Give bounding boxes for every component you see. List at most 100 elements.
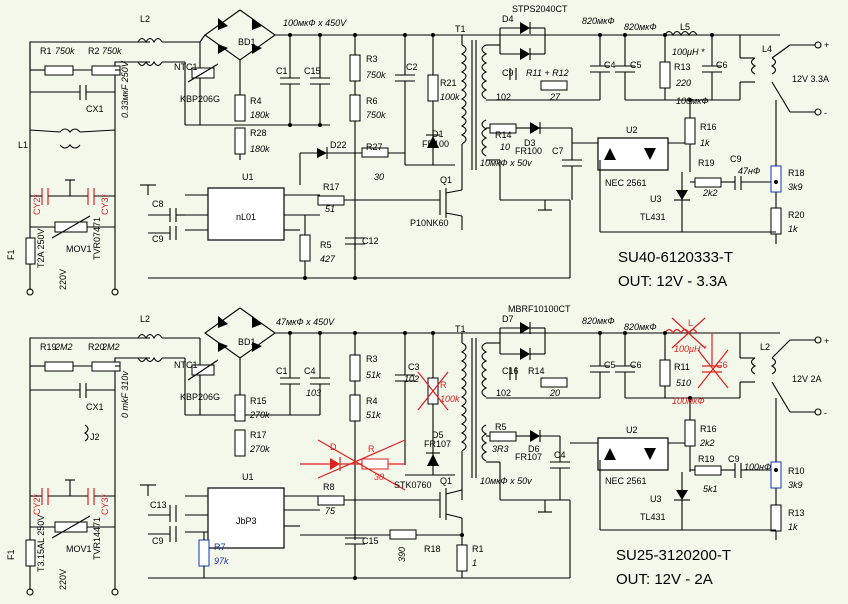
top-r18-label: R18 — [788, 168, 805, 178]
top-r28-label: R28 — [250, 128, 267, 138]
top-r6-label: R6 — [366, 96, 378, 106]
top-c7-value: 10мкФ x 50v — [480, 158, 532, 168]
bot-c1-label: C1 — [276, 366, 288, 376]
bot-r7-label: R7 — [214, 542, 226, 552]
bot-rred2-value: 30 — [374, 472, 384, 482]
bot-r20-label: R20 — [88, 342, 105, 352]
top-c5-label: C5 — [630, 60, 642, 70]
top-d1-label: D1 — [432, 129, 444, 139]
top-r27-label: R27 — [366, 142, 383, 152]
bot-c4-label: C4 — [304, 366, 316, 376]
top-r28-value: 180k — [250, 144, 270, 154]
bot-r8-label: R8 — [323, 482, 335, 492]
bot-cout2-label: 820мкФ — [624, 322, 657, 332]
bot-rred-label: R — [440, 380, 447, 390]
bot-c4b-label: C4 — [554, 450, 566, 460]
bot-r1-label: R1 — [472, 544, 484, 554]
top-l5-label: L5 — [680, 22, 690, 32]
top-model: SU40-6120333-T — [618, 249, 733, 266]
bot-l-value: 100μH * — [674, 344, 707, 354]
bot-l-label: L — [688, 318, 693, 328]
top-r6-value: 750k — [366, 110, 386, 120]
top-r14-value: 10 — [500, 142, 510, 152]
bot-r5-label: R5 — [495, 422, 507, 432]
bot-r7-value: 97k — [214, 556, 229, 566]
top-cout1-label: 820мкФ — [582, 16, 615, 26]
bot-u1-label: U1 — [242, 472, 254, 482]
top-r2-label: R2 — [88, 46, 100, 56]
top-r16-value: 1k — [700, 138, 710, 148]
bot-r17-value: 270k — [249, 444, 270, 454]
bot-c9-label: C9 — [152, 536, 164, 546]
top-r14-label: R14 — [495, 130, 512, 140]
bot-rred2-label: R — [368, 444, 375, 454]
top-r1-value: 750k — [55, 46, 75, 56]
bot-c5-label: C5 — [604, 360, 616, 370]
top-u1-chip: nL01 — [236, 212, 256, 222]
bot-nec-label: NEC 2561 — [605, 476, 647, 486]
top-bd1-label: BD1 — [238, 37, 256, 47]
bot-r19b-value: 5k1 — [703, 484, 718, 494]
bot-minus: - — [824, 408, 827, 418]
bot-r13-value: 1k — [788, 522, 798, 532]
top-plus: + — [824, 40, 829, 50]
bot-tvr-label: TVR14471 — [92, 517, 102, 560]
bot-c6-label: C6 — [630, 360, 642, 370]
top-d4-label: D4 — [502, 14, 514, 24]
top-f1-label: F1 — [6, 249, 16, 260]
bot-r4-value: 51k — [366, 410, 381, 420]
top-c15-label: C15 — [304, 66, 321, 76]
bottom-model: SU25-3120200-T — [616, 547, 731, 564]
top-c9-label: C9 — [152, 234, 164, 244]
top-r1-label: R1 — [40, 46, 52, 56]
top-r18-value: 3k9 — [788, 182, 803, 192]
bot-cy2-label: CY2* — [32, 493, 42, 515]
bot-ac-label: 220V — [58, 569, 68, 590]
top-d4-part: STPS2040CT — [512, 4, 568, 14]
bot-r16-label: R16 — [700, 424, 717, 434]
top-cx-value: 0.33мкF 250V — [120, 60, 130, 118]
top-tvr-label: TVR07471 — [92, 217, 102, 260]
top-ntc-label: NTC1 — [174, 62, 198, 72]
bot-c13-label: C13 — [150, 500, 167, 510]
top-labels: L2 BD1 100мкФ x 450V T1 D4 STPS2040CT 82… — [6, 4, 829, 290]
bot-u2-label: U2 — [626, 425, 638, 435]
top-cy3-label: CY3* — [100, 193, 110, 215]
top-u1-label: U1 — [242, 172, 254, 182]
bot-c9b-value: 100нФ — [744, 462, 771, 472]
bot-c16-label: C16 — [502, 366, 519, 376]
bot-r16-value: 2k2 — [699, 438, 715, 448]
bot-t1-label: T1 — [455, 324, 466, 334]
top-kbp-label: KBP206G — [180, 94, 220, 104]
top-r16-label: R16 — [700, 122, 717, 132]
bot-plus: + — [824, 336, 829, 346]
bot-cx1-label: CX1 — [86, 402, 104, 412]
bot-r10-value: 3k9 — [788, 480, 803, 490]
bot-r8-value: 75 — [325, 506, 336, 516]
bot-r18-label: R18 — [424, 544, 441, 554]
top-mov-label: MOV1 — [66, 244, 92, 254]
bottom-labels: L2 BD1 47мкФ x 450V T1 D7 MBRF10100CT 82… — [6, 304, 829, 590]
top-l2-label: L2 — [140, 14, 150, 24]
top-d3-label: D3 — [524, 138, 536, 148]
bot-d5-label: D5 — [432, 430, 444, 440]
top-d22-label: D22 — [330, 140, 347, 150]
bot-c9b-label: C9 — [728, 454, 740, 464]
top-nec-label: NEC 2561 — [605, 178, 647, 188]
bot-kbp-label: KBP206G — [180, 392, 220, 402]
top-c9b-value: 102 — [496, 92, 511, 102]
top-r11-label: R11 + R12 — [526, 68, 569, 78]
bot-r10-label: R10 — [788, 466, 805, 476]
bot-r1-value: 1 — [472, 558, 477, 568]
top-r20-value: 1k — [788, 224, 798, 234]
bot-dred-label: D — [330, 442, 337, 452]
bot-r19-value: 2M2 — [54, 342, 73, 352]
top-c6-label: C6 — [716, 60, 728, 70]
bot-f1-value: T3.15AL 250V — [36, 515, 46, 572]
bot-cy3-label: CY3* — [100, 493, 110, 515]
top-r11-value: 27 — [549, 92, 561, 102]
top-c2-label: C2 — [406, 62, 418, 72]
bot-l2-label: L2 — [140, 314, 150, 324]
bot-l2b-label: L2 — [760, 342, 770, 352]
bot-d5-part: FR107 — [424, 439, 451, 449]
